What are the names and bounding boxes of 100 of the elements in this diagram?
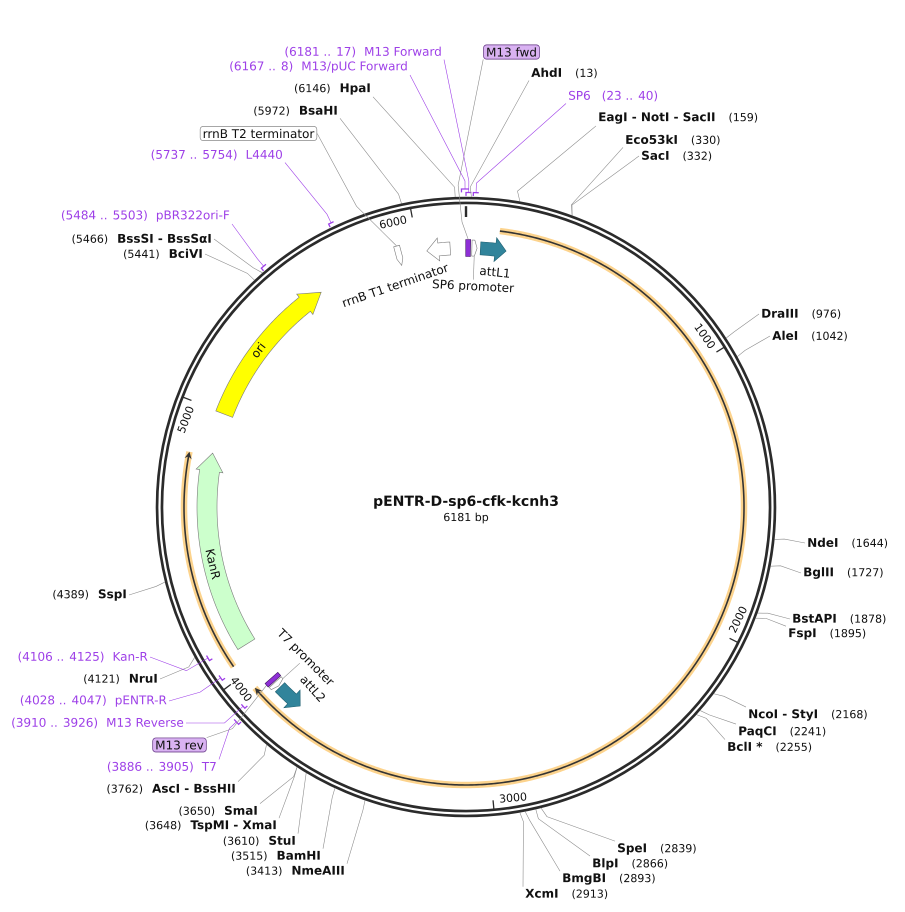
site-label: XcmI (2913): [525, 888, 608, 900]
site-label: SacI (332): [642, 150, 712, 162]
primer-label: (3886 .. 3905) T7: [108, 762, 216, 772]
leader-line: [696, 714, 726, 740]
primer-mark: [328, 221, 334, 228]
leader-line: [517, 126, 596, 202]
leader-line: [206, 685, 267, 738]
feature-mark: [465, 239, 471, 257]
leader-line: [757, 612, 790, 620]
site-label: BstAPI (1878): [793, 614, 886, 624]
site-label: (3650) SmaI: [179, 806, 257, 816]
primer-mark: [260, 264, 266, 272]
site-label: (3648) TspMI - XmaI: [146, 820, 276, 832]
site-label: (4389) SspI: [53, 589, 126, 601]
site-label: (4121) NruI: [84, 674, 157, 684]
leader-line: [540, 808, 616, 842]
leader-line: [186, 706, 244, 724]
site-label: (5972) BsaHI: [254, 106, 337, 116]
primer-mark: [465, 192, 472, 196]
tick-label: 5000: [177, 406, 194, 434]
leader-line: [238, 744, 267, 782]
leader-line: [410, 74, 466, 190]
primer-mark: [206, 655, 213, 662]
leader-line: [218, 722, 237, 760]
site-label: (3610) StuI: [224, 836, 295, 846]
tick-label: 6000: [380, 216, 406, 228]
leader-line: [473, 256, 474, 280]
leader-line: [322, 788, 336, 849]
site-label: BmgBI (2893): [563, 873, 655, 885]
leader-line: [282, 662, 300, 679]
primer-label: (5737 .. 5754) L4440: [152, 150, 282, 160]
leader-line: [298, 772, 306, 834]
primer-label: SP6 (23 .. 40): [569, 90, 658, 102]
primer-mark: [240, 704, 248, 710]
label-box: M13 fwd: [483, 44, 540, 60]
site-label: (5466) BssSI - BssSαI: [72, 234, 211, 244]
site-label: BglII (1727): [804, 567, 883, 579]
site-label: NcoI - StyI (2168): [749, 709, 867, 721]
site-label: BclI * (2255): [728, 742, 812, 752]
site-label: AleI (1042): [772, 330, 847, 342]
leader-line: [284, 162, 332, 224]
leader-line: [536, 809, 590, 856]
leader-line: [755, 618, 786, 626]
site-label: (3515) BamHI: [232, 850, 320, 862]
site-label: (5441) BciVI: [124, 248, 202, 260]
feature-label: attL1: [480, 267, 510, 278]
site-label: AhdI (13): [531, 68, 597, 78]
primer-mark: [218, 675, 226, 682]
leader-line: [150, 656, 208, 672]
primer-label: (3910 .. 3926) M13 Reverse: [12, 718, 184, 728]
leader-line: [168, 678, 221, 702]
leader-line: [232, 224, 264, 266]
primer-label: (5484 .. 5503) pBR322ori-F: [62, 210, 230, 222]
site-label: EagI - NotI - SacII (159): [599, 112, 758, 124]
leader-line: [470, 80, 530, 198]
plasmid-size: 6181 bp: [444, 512, 488, 524]
plasmid-name: pENTR-D-sp6-cfk-kcnh3: [374, 495, 558, 509]
leader-line: [316, 133, 397, 246]
leader-line: [476, 103, 566, 193]
leader-line: [214, 238, 263, 274]
site-label: DraIII (976): [762, 308, 840, 320]
site-label: (3413) NmeAIII: [246, 866, 344, 876]
site-label: Eco53kI (330): [626, 134, 720, 146]
leader-line: [770, 566, 802, 574]
leader-line: [204, 254, 255, 280]
leader-line: [458, 59, 484, 240]
primer-label: (6181 .. 17) M13 Forward: [285, 46, 441, 58]
leader-line: [714, 693, 746, 708]
tick-label: 2000: [728, 606, 746, 633]
leader-line: [520, 812, 524, 887]
feature-shape: [471, 240, 478, 256]
leader-line: [260, 766, 298, 804]
leader-line: [444, 59, 470, 193]
leader-line: [726, 314, 760, 338]
primer-mark: [472, 192, 479, 196]
primer-mark: [234, 719, 242, 726]
primer-label: (4028 .. 4047) pENTR-R: [20, 695, 166, 707]
leader-line: [372, 96, 456, 198]
leader-line: [700, 710, 736, 724]
label-box: rrnB T2 terminator: [200, 126, 318, 141]
leader-line: [571, 147, 624, 216]
leader-line: [346, 800, 366, 864]
feature-shape: [393, 244, 404, 266]
leader-line: [160, 657, 195, 680]
primer-label: (6167 .. 8) M13/pUC Forward: [230, 61, 407, 73]
label-box: M13 rev: [152, 738, 207, 752]
site-label: (3762) AscI - BssHII: [107, 784, 235, 794]
leader-line: [340, 118, 402, 204]
leader-line: [128, 582, 166, 596]
site-label: (6146) HpaI: [294, 83, 370, 95]
tick-label: 3000: [500, 792, 526, 803]
site-label: SpeI (2839): [618, 843, 696, 855]
primer-mark: [460, 188, 469, 192]
site-label: NdeI (1644): [808, 538, 888, 548]
leader-line: [524, 811, 560, 872]
leader-line: [572, 156, 640, 216]
site-label: FspI (1895): [789, 628, 866, 640]
leader-line: [774, 538, 806, 544]
primer-label: (4106 .. 4125) Kan-R: [18, 652, 148, 662]
feature-mark: [264, 672, 282, 688]
